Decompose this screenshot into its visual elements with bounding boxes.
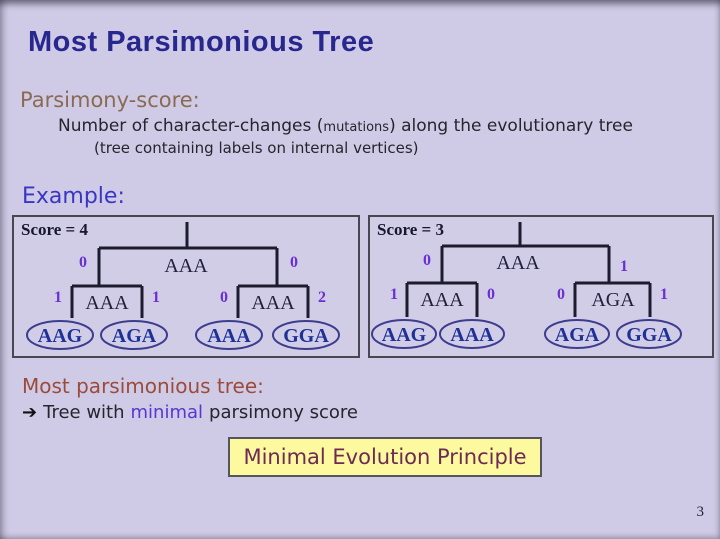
edge-cost: 1 — [152, 289, 160, 306]
internal-node-label: AAA — [251, 292, 295, 314]
edge-cost: 1 — [660, 286, 668, 303]
leaf-ellipse — [272, 320, 340, 350]
score-label: Score = 3 — [377, 220, 444, 239]
edge-cost: 1 — [390, 286, 398, 303]
leaf-ellipse — [26, 320, 94, 350]
slide-title: Most Parsimonious Tree — [28, 26, 375, 58]
leaf-ellipse — [195, 320, 263, 350]
edge-cost: 0 — [290, 254, 298, 271]
phylogenetic-tree-diagram: AAA AAA AGA 0 1 1 0 0 1 AAG AAA AGA GGA — [371, 222, 682, 349]
principle-label: Minimal Evolution Principle — [243, 445, 527, 469]
score-label: Score = 4 — [21, 220, 88, 239]
conclusion-statement: ➔ Tree with minimal parsimony score — [22, 402, 358, 423]
statement-prefix: Tree with — [43, 402, 125, 423]
leaf-label: GGA — [283, 325, 329, 347]
internal-node-label: AGA — [591, 289, 635, 311]
parsimony-score-heading: Parsimony-score: — [20, 88, 200, 112]
edge-cost: 0 — [79, 254, 87, 271]
internal-node-label: AAA — [420, 289, 464, 311]
leaf-label: AAG — [382, 324, 427, 346]
internal-node-label: AAA — [85, 292, 129, 314]
leaf-label: AAG — [38, 325, 83, 347]
tree-box-score-4: Score = 4 AAA AAA AAA 0 0 1 1 0 2 — [12, 215, 360, 358]
leaf-ellipse — [544, 319, 610, 349]
definition-mutations: mutations — [323, 120, 390, 135]
phylogenetic-tree-diagram: AAA AAA AAA 0 0 1 1 0 2 AAG AGA AAA GGA — [26, 222, 340, 350]
edge-cost: 1 — [620, 258, 628, 275]
arrow-icon: ➔ — [22, 402, 38, 423]
definition-suffix: ) along the evolutionary tree — [389, 116, 633, 136]
edge-cost: 0 — [220, 289, 228, 306]
leaf-label: AGA — [555, 324, 600, 346]
edge-cost: 0 — [423, 252, 431, 269]
parsimony-definition-note: (tree containing labels on internal vert… — [94, 139, 419, 157]
edge-cost: 0 — [487, 286, 495, 303]
leaf-label: AAA — [207, 325, 251, 347]
leaf-ellipse — [616, 319, 682, 349]
leaf-ellipse — [100, 320, 168, 350]
edge-cost: 0 — [557, 286, 565, 303]
tree-box-score-3: Score = 3 AAA AAA AGA 0 1 1 0 0 1 — [368, 215, 714, 358]
statement-highlight: minimal — [130, 402, 204, 423]
leaf-label: AGA — [112, 325, 157, 347]
leaf-label: GGA — [626, 324, 672, 346]
minimal-evolution-principle-box: Minimal Evolution Principle — [228, 437, 542, 477]
root-node-label: AAA — [164, 255, 208, 277]
example-heading: Example: — [22, 184, 125, 209]
leaf-ellipse — [371, 319, 437, 349]
edge-cost: 1 — [54, 289, 62, 306]
leaf-ellipse — [439, 319, 505, 349]
most-parsimonious-heading: Most parsimonious tree: — [22, 374, 264, 398]
root-node-label: AAA — [496, 252, 540, 274]
leaf-label: AAA — [450, 324, 494, 346]
definition-prefix: Number of character-changes ( — [58, 116, 324, 136]
page-number: 3 — [696, 504, 705, 520]
statement-suffix: parsimony score — [209, 402, 358, 423]
edge-cost: 2 — [318, 289, 326, 306]
parsimony-definition: Number of character-changes (mutations) … — [58, 116, 633, 136]
